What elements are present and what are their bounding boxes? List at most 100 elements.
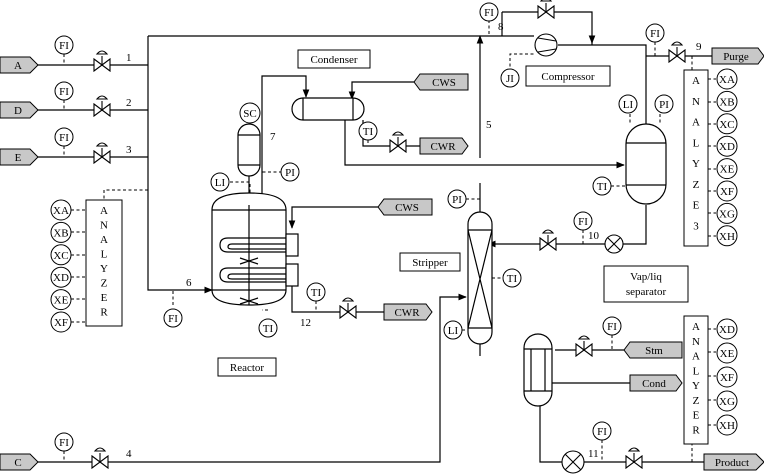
valve-a[interactable] (93, 50, 111, 73)
stream-tag-purge: Purge (711, 47, 764, 65)
analyzer-tag-xb[interactable]: XB (716, 90, 738, 112)
valve-e[interactable] (93, 142, 111, 165)
instrument-label: FI (597, 426, 607, 438)
stream-numbers: 1 2 3 4 5 6 7 8 9 10 11 12 (126, 21, 702, 460)
stream-number-10: 10 (588, 230, 600, 242)
instrument-li-separator[interactable]: LI (618, 94, 638, 114)
instrument-li-stripper[interactable]: LI (443, 320, 463, 340)
analyzer-tag-xf[interactable]: XF (716, 366, 738, 388)
analyzer-tag-xd[interactable]: XD (716, 135, 738, 157)
valve-separator-underflow[interactable] (539, 229, 557, 252)
valve-cwr-condenser[interactable] (389, 131, 407, 154)
analyzer-tag-label: XD (719, 324, 735, 336)
valve-purge[interactable] (668, 41, 686, 64)
analyzer-tag-xg[interactable]: XG (716, 202, 738, 224)
line-stream-7 (261, 75, 310, 195)
stream-number-8: 8 (498, 21, 504, 33)
stream-label: A (14, 60, 22, 72)
analyzer-tag-xh[interactable]: XH (716, 225, 738, 247)
analyzer-tag-xe[interactable]: XE (50, 289, 72, 311)
instrument-fi-c[interactable]: FI (54, 432, 74, 452)
instrument-ti-separator[interactable]: TI (592, 176, 612, 196)
analyzer-tag-xd[interactable]: XD (716, 318, 738, 340)
instrument-sc-reactor[interactable]: SC (239, 102, 261, 124)
valve-product[interactable] (625, 447, 643, 470)
instrument-fi-reactor-feed[interactable]: FI (163, 308, 183, 328)
instrument-pi-stripper[interactable]: PI (447, 189, 467, 209)
instrument-fi-recycle[interactable]: FI (479, 2, 499, 22)
stream-tag-d: D (0, 101, 39, 119)
reactor-vent-column (237, 123, 261, 195)
instrument-fi-a[interactable]: FI (54, 35, 74, 55)
instrument-fi-separator[interactable]: FI (573, 211, 593, 231)
analyzer-letter: L (693, 137, 700, 149)
stream-label: Product (715, 457, 749, 469)
instrument-pi-separator[interactable]: PI (654, 94, 674, 114)
analyzer-tag-xb[interactable]: XB (50, 221, 72, 243)
instrument-label: FI (59, 86, 69, 98)
analyzer-tag-xe[interactable]: XE (716, 342, 738, 364)
valve-cwr-reactor[interactable] (339, 297, 357, 320)
instrument-ti-stripper[interactable]: TI (502, 268, 522, 288)
process-lines (38, 11, 712, 463)
analyzer-tag-xc[interactable]: XC (50, 244, 72, 266)
stream-tag-cws-reactor: CWS (377, 198, 433, 216)
valve-compressor-bypass[interactable] (537, 0, 555, 20)
instrument-label: LI (448, 325, 459, 337)
analyzer-tag-xa[interactable]: XA (716, 68, 738, 90)
stream-number-4: 4 (126, 448, 132, 460)
valve-c[interactable] (91, 447, 109, 470)
stream-number-2: 2 (126, 97, 132, 109)
analyzer-tag-xa[interactable]: XA (50, 199, 72, 221)
analyzer-letter: L (693, 365, 700, 377)
pump-separator[interactable] (604, 234, 624, 254)
instrument-fi-e[interactable]: FI (54, 127, 74, 147)
analyzer-letter: R (100, 307, 108, 319)
line-compressor-bypass (502, 11, 596, 44)
analyzer-tag-label: XA (53, 205, 69, 217)
stream-number-3: 3 (126, 144, 132, 156)
instrument-li-reactor[interactable]: LI (210, 172, 230, 192)
instrument-ji-compressor[interactable]: JI (500, 68, 520, 88)
instrument-pi-reactor[interactable]: PI (280, 162, 300, 182)
instrument-ti-reactor-cwr[interactable]: TI (306, 282, 326, 302)
analyzer-tag-xe[interactable]: XE (716, 158, 738, 180)
instrument-fi-d[interactable]: FI (54, 81, 74, 101)
stream-tag-cond: Cond (629, 374, 683, 392)
stream-number-7: 7 (270, 131, 276, 143)
stream-label: D (14, 105, 22, 117)
stripper-column (467, 211, 493, 345)
instrument-label: TI (311, 287, 322, 299)
instrument-fi-steam[interactable]: FI (602, 316, 622, 336)
analyzer-tag-xg[interactable]: XG (716, 390, 738, 412)
analyzer-tag-label: XH (719, 231, 735, 243)
analyzer-tag-xf[interactable]: XF (50, 311, 72, 333)
unit-label-line2: separator (626, 286, 667, 298)
analyzer-tag-label: XG (719, 208, 735, 220)
instrument-ti-condenser[interactable]: TI (358, 121, 378, 141)
analyzer-letter: E (101, 292, 108, 304)
valve-steam[interactable] (575, 335, 593, 358)
instrument-label: SC (243, 108, 256, 120)
stream-tag-a: A (0, 56, 39, 74)
analyzer-tag-label: XG (719, 396, 735, 408)
line-stream-10 (487, 205, 647, 248)
line-cws-condenser (348, 81, 420, 100)
valve-d[interactable] (93, 95, 111, 118)
analyzer-tag-xh[interactable]: XH (716, 414, 738, 436)
reboiler-vessel (523, 333, 553, 407)
instrument-label: FI (59, 40, 69, 52)
compressor[interactable] (534, 33, 558, 57)
analyzer-letter: N (100, 220, 108, 232)
instrument-ti-reactor[interactable]: TI (258, 318, 278, 338)
instrument-fi-purge[interactable]: FI (645, 23, 665, 43)
label-compressor: Compressor (525, 65, 611, 87)
pump-product[interactable] (561, 450, 585, 474)
analyzer-tag-xd[interactable]: XD (50, 266, 72, 288)
stream-number-11: 11 (588, 448, 599, 460)
analyzer-tag-xc[interactable]: XC (716, 113, 738, 135)
line-reactor-feed (147, 36, 213, 294)
analyzer-tag-xf[interactable]: XF (716, 180, 738, 202)
instrument-fi-product[interactable]: FI (592, 421, 612, 441)
